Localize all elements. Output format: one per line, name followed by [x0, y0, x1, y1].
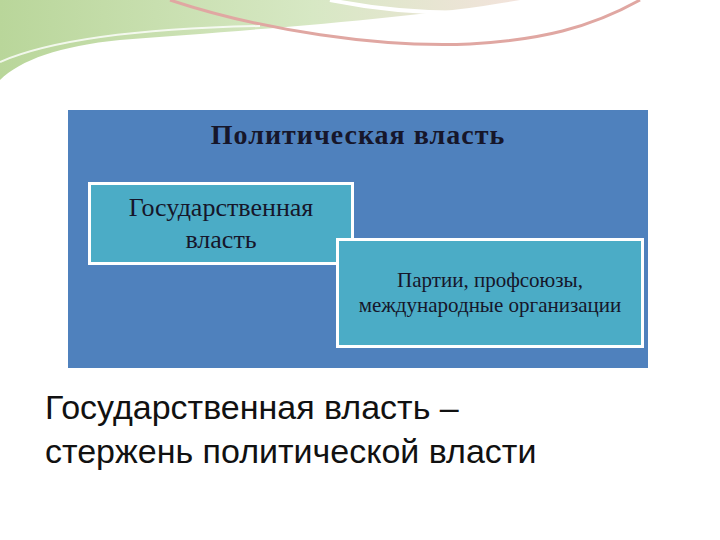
box-label: Государственная власть — [101, 192, 341, 254]
caption-text: Государственная власть – стержень полити… — [45, 385, 605, 473]
panel-heading: Политическая власть — [68, 118, 648, 152]
process-box: Партии, профсоюзы, международные организ… — [336, 238, 644, 348]
wave-line — [330, 0, 540, 13]
wave-line — [0, 26, 260, 62]
box-label: Партии, профсоюзы, международные организ… — [349, 268, 631, 318]
wave-line — [170, 0, 640, 45]
top-decoration — [0, 0, 720, 110]
region-panel: Государственная властьПартии, профсоюзы,… — [68, 110, 648, 368]
process-box: Государственная власть — [88, 182, 354, 265]
